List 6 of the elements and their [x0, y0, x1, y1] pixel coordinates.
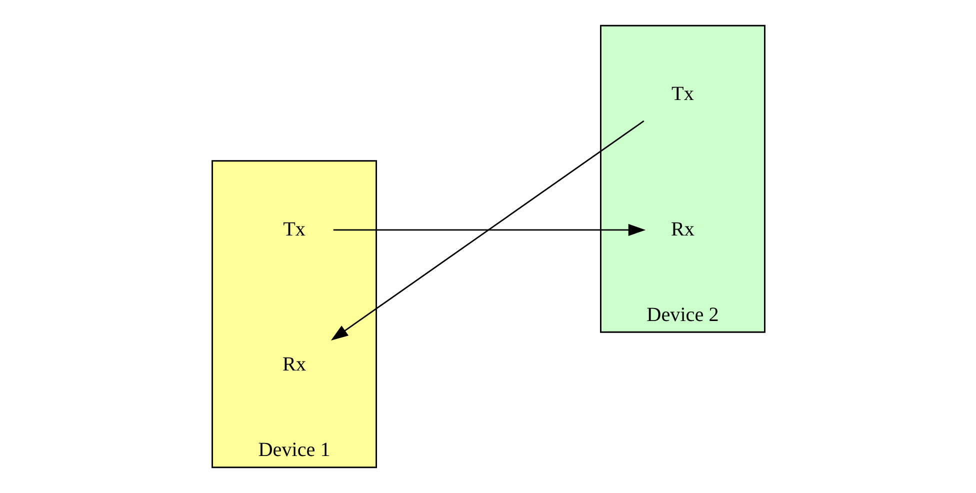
node-text: Tx [282, 218, 305, 240]
arrow [332, 224, 646, 236]
node-text: Rx [670, 218, 694, 240]
arrow [330, 120, 644, 340]
node-text: Rx [282, 354, 306, 376]
node-text: Tx [671, 83, 694, 106]
